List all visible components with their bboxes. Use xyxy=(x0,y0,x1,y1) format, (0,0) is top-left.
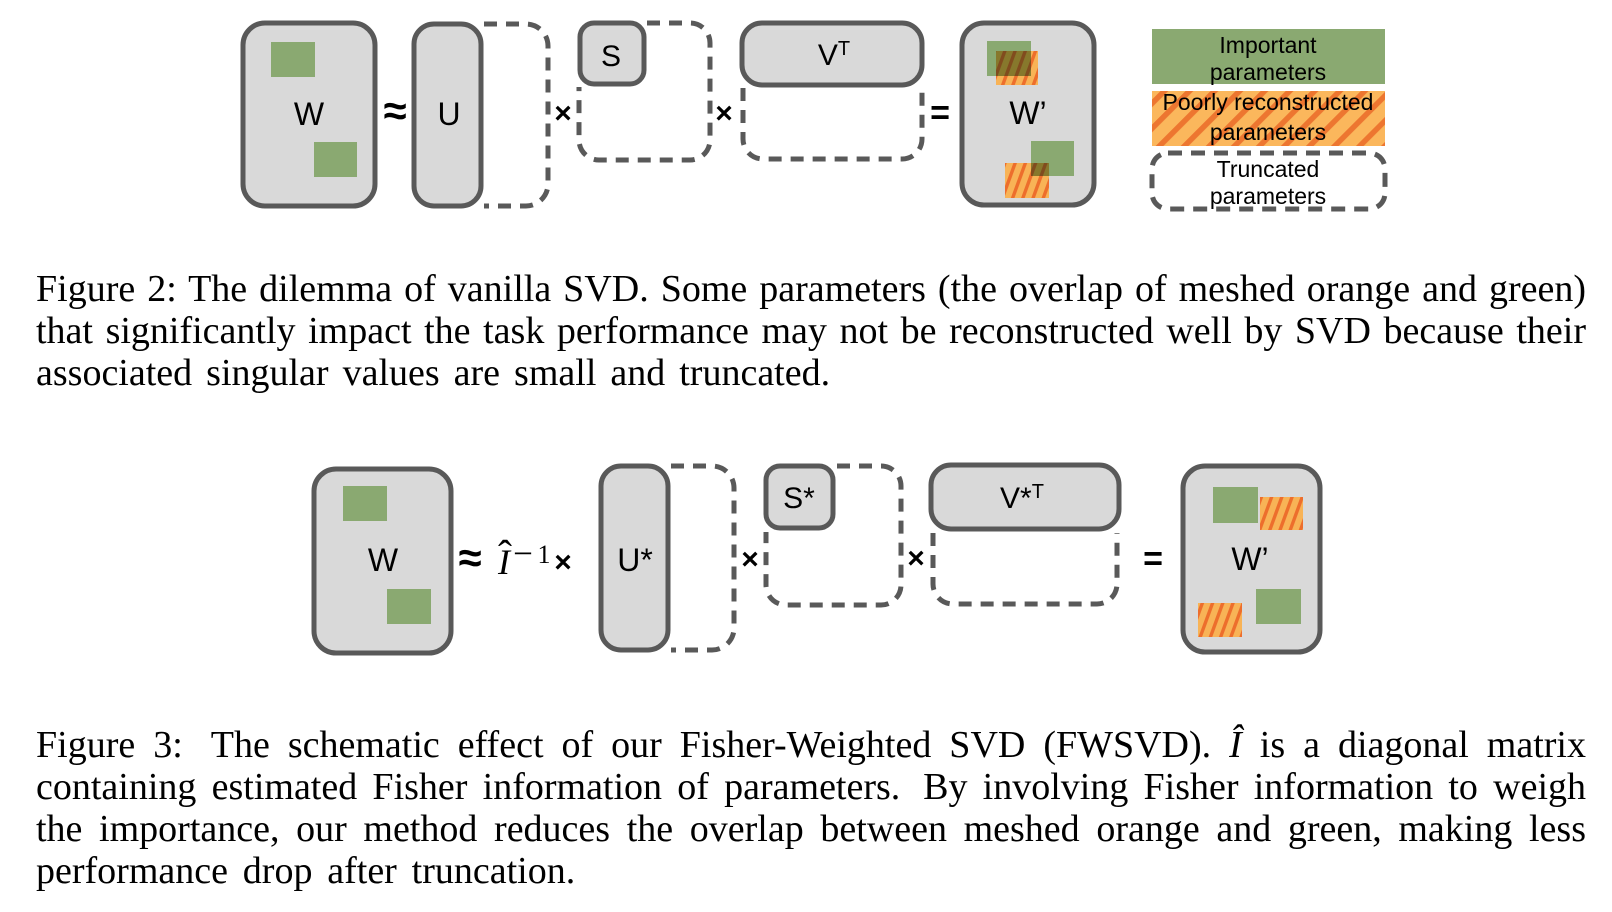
svg-text:U: U xyxy=(437,96,460,132)
svg-text:−: − xyxy=(513,534,533,573)
svg-text:W’: W’ xyxy=(1009,95,1046,131)
svg-text:ˆ: ˆ xyxy=(498,533,512,579)
svg-text:S: S xyxy=(601,40,621,73)
svg-text:parameters: parameters xyxy=(1210,119,1326,145)
svg-text:≈: ≈ xyxy=(383,87,406,134)
svg-text:parameters: parameters xyxy=(1210,183,1326,209)
svg-text:Important: Important xyxy=(1219,32,1317,58)
svg-text:≈: ≈ xyxy=(458,534,481,581)
svg-text:×: × xyxy=(741,543,759,576)
svg-text:×: × xyxy=(907,542,925,575)
svg-text:Truncated: Truncated xyxy=(1217,156,1320,182)
svg-text:×: × xyxy=(715,97,733,130)
svg-text:1: 1 xyxy=(538,540,551,569)
svg-text:U*: U* xyxy=(617,542,653,578)
svg-text:×: × xyxy=(554,97,572,130)
svg-text:S*: S* xyxy=(783,482,815,515)
svg-text:=: = xyxy=(1143,540,1163,578)
svg-text:×: × xyxy=(554,546,572,579)
svg-text:Poorly reconstructed: Poorly reconstructed xyxy=(1163,89,1374,115)
svg-text:W’: W’ xyxy=(1231,541,1268,577)
svg-text:W: W xyxy=(368,542,399,578)
svg-text:parameters: parameters xyxy=(1210,59,1326,85)
svg-text:=: = xyxy=(930,94,950,132)
svg-text:W: W xyxy=(294,96,325,132)
svg-text:I: I xyxy=(497,542,512,582)
